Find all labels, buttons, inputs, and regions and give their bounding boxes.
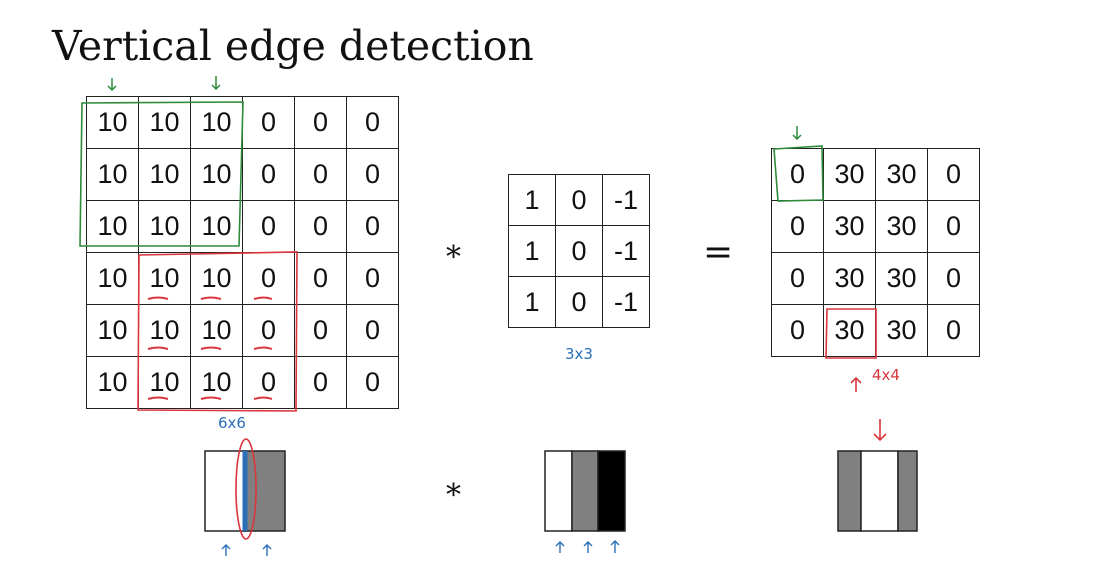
input-matrix-cell: 10: [190, 96, 243, 149]
filter-matrix-cell: -1: [602, 174, 650, 226]
input-matrix-cell: 0: [294, 252, 347, 305]
output-matrix-cell: 0: [927, 304, 980, 357]
green-window-outline: [79, 101, 244, 247]
convolution-operator: *: [446, 240, 461, 275]
convolution-operator-bottom: *: [446, 478, 461, 513]
input-matrix-cell: 0: [346, 304, 399, 357]
output-matrix-cell: 30: [823, 304, 876, 357]
output-illustration: [837, 419, 918, 532]
filter-matrix-cell: 1: [508, 174, 556, 226]
filter-illustration: [544, 450, 626, 553]
red-output-cell-outline: [825, 308, 877, 359]
page-title: Vertical edge detection: [52, 22, 534, 70]
input-matrix-cell: 0: [242, 148, 295, 201]
input-matrix-cell: 10: [86, 304, 139, 357]
input-matrix-cell: 10: [138, 356, 191, 409]
input-matrix-cell: 10: [190, 200, 243, 253]
input-matrix-cell: 0: [242, 356, 295, 409]
output-matrix-cell: 0: [771, 304, 824, 357]
input-matrix-cell: 10: [138, 200, 191, 253]
equals-operator: =: [703, 232, 734, 273]
input-matrix-cell: 0: [242, 200, 295, 253]
input-matrix-cell: 0: [346, 252, 399, 305]
input-matrix-cell: 0: [346, 200, 399, 253]
output-matrix-cell: 0: [927, 200, 980, 253]
output-matrix-cell: 30: [875, 252, 928, 305]
input-matrix-cell: 0: [294, 356, 347, 409]
red-down-arrow-icon: [873, 419, 887, 442]
filter-matrix-cell: 0: [555, 225, 603, 277]
input-matrix-cell: 10: [138, 148, 191, 201]
green-output-cell-outline: [773, 145, 824, 202]
filter-matrix-cell: 1: [508, 225, 556, 277]
filter-matrix-cell: 1: [508, 276, 556, 328]
filter-size-note: 3x3: [565, 345, 593, 363]
output-matrix-cell: 0: [771, 148, 824, 201]
input-matrix-cell: 10: [190, 148, 243, 201]
green-down-arrow-icon: [211, 76, 221, 91]
output-size-note: 4x4: [872, 366, 900, 384]
input-matrix-cell: 0: [294, 96, 347, 149]
input-matrix-cell: 10: [86, 96, 139, 149]
filter-matrix-cell: -1: [602, 276, 650, 328]
output-matrix-cell: 0: [927, 148, 980, 201]
green-down-arrow-icon: [107, 78, 117, 92]
red-underline-marks: [147, 296, 273, 400]
input-size-note: 6x6: [218, 414, 246, 432]
red-up-arrow-icon: [850, 376, 862, 392]
input-matrix-cell: 10: [86, 148, 139, 201]
output-matrix-cell: 0: [927, 252, 980, 305]
input-matrix-cell: 10: [190, 304, 243, 357]
red-window-outline: [137, 251, 298, 412]
green-down-arrow-icon: [792, 126, 802, 141]
input-matrix-cell: 0: [242, 252, 295, 305]
input-image-illustration: [204, 438, 286, 556]
input-matrix-cell: 0: [346, 148, 399, 201]
input-matrix-cell: 10: [86, 356, 139, 409]
output-matrix-cell: 0: [771, 252, 824, 305]
output-matrix-cell: 30: [875, 148, 928, 201]
filter-matrix-cell: -1: [602, 225, 650, 277]
input-matrix-cell: 10: [190, 356, 243, 409]
input-matrix-cell: 0: [346, 356, 399, 409]
input-matrix-cell: 0: [294, 148, 347, 201]
